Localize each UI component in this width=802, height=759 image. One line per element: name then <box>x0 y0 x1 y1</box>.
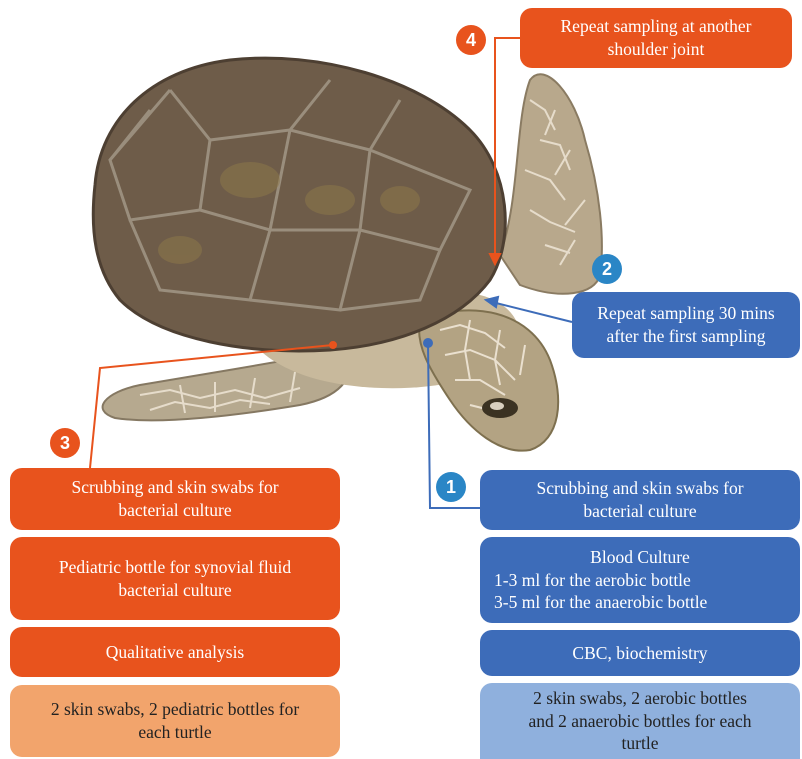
callout-line: Repeat sampling 30 mins <box>597 302 774 325</box>
text-line: Qualitative analysis <box>106 641 245 664</box>
text-line: CBC, biochemistry <box>572 642 707 665</box>
text-line: and 2 anaerobic bottles for each <box>528 710 751 733</box>
right-blood-culture-box: Blood Culture 1-3 ml for the aerobic bot… <box>480 537 800 623</box>
right-cbc-box: CBC, biochemistry <box>480 630 800 676</box>
right-supplies-box: 2 skin swabs, 2 aerobic bottles and 2 an… <box>480 683 800 759</box>
left-qualitative-box: Qualitative analysis <box>10 627 340 677</box>
text-line: each turtle <box>138 721 211 744</box>
text-line: 3-5 ml for the anaerobic bottle <box>480 591 707 614</box>
step-badge-4: 4 <box>456 25 486 55</box>
text-line: bacterial culture <box>583 500 696 523</box>
text-line: 2 skin swabs, 2 aerobic bottles <box>533 687 747 710</box>
step-badge-3: 3 <box>50 428 80 458</box>
text-line: 1-3 ml for the aerobic bottle <box>480 569 691 592</box>
text-line: bacterial culture <box>118 579 231 602</box>
callout-line: after the first sampling <box>607 325 766 348</box>
step-badge-1: 1 <box>436 472 466 502</box>
left-scrub-box: Scrubbing and skin swabs for bacterial c… <box>10 468 340 530</box>
text-line: Pediatric bottle for synovial fluid <box>59 556 291 579</box>
text-line: turtle <box>622 732 659 755</box>
text-line: Scrubbing and skin swabs for <box>71 476 278 499</box>
callout-line: shoulder joint <box>608 38 705 61</box>
callout-line: Repeat sampling at another <box>561 15 752 38</box>
text-line: Scrubbing and skin swabs for <box>536 477 743 500</box>
left-supplies-box: 2 skin swabs, 2 pediatric bottles for ea… <box>10 685 340 757</box>
callout-repeat-shoulder: Repeat sampling at another shoulder join… <box>520 8 792 68</box>
callout-repeat-30min: Repeat sampling 30 mins after the first … <box>572 292 800 358</box>
blood-culture-title: Blood Culture <box>590 546 690 569</box>
right-scrub-box: Scrubbing and skin swabs for bacterial c… <box>480 470 800 530</box>
text-line: bacterial culture <box>118 499 231 522</box>
text-line: 2 skin swabs, 2 pediatric bottles for <box>51 698 299 721</box>
left-pediatric-box: Pediatric bottle for synovial fluid bact… <box>10 537 340 620</box>
step-badge-2: 2 <box>592 254 622 284</box>
